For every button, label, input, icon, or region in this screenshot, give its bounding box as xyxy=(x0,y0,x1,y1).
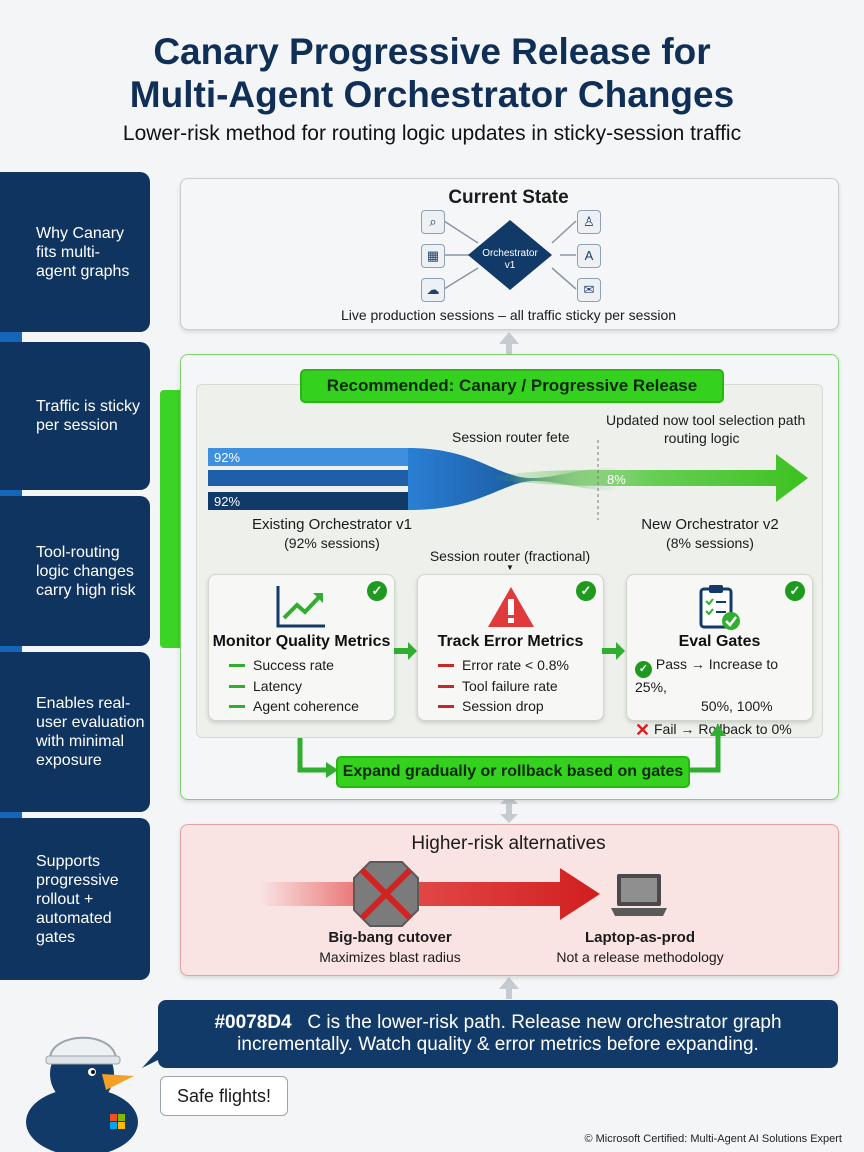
duck-mascot xyxy=(26,1036,138,1152)
feedback-loop-arrows xyxy=(297,724,726,778)
expand-or-rollback-banner: Expand gradually or rollback based on ga… xyxy=(336,756,690,788)
link-line xyxy=(551,220,577,244)
link-line xyxy=(443,220,479,244)
pass-check-icon: ✓ xyxy=(635,661,652,678)
eval-gates-card: ✓ Eval Gates ✓ Pass → Increase to 25%, 5… xyxy=(626,574,813,740)
current-state-diagram xyxy=(443,220,577,290)
eval-gates-body: ✓ Pass → Increase to 25%, 50%, 100% ✕ Fa… xyxy=(635,656,792,740)
orchestrator-node xyxy=(468,220,552,290)
flow-arrow xyxy=(602,642,625,660)
up-connector-arrow xyxy=(499,977,519,999)
orchestrator-node-label: Orchestrator v1 xyxy=(482,248,538,271)
check-icon: ✓ xyxy=(576,581,596,601)
check-icon: ✓ xyxy=(367,581,387,601)
v1-percent-top: 92% xyxy=(214,450,241,465)
laptop-subtitle: Not a release methodology xyxy=(556,949,724,965)
user-icon: ♙ xyxy=(577,210,601,234)
monitor-quality-title: Monitor Quality Metrics xyxy=(212,633,391,650)
bigbang-title: Big-bang cutover xyxy=(328,929,452,946)
risk-arrow xyxy=(260,868,600,920)
monitor-quality-card: ✓ Monitor Quality Metrics Success rate L… xyxy=(208,574,395,721)
v1-traffic-band-top xyxy=(208,448,408,466)
list-item: Latency xyxy=(229,676,359,697)
fractional-router-label: Session router (fractional) xyxy=(429,548,591,564)
double-connector-arrow xyxy=(500,795,518,823)
current-state-caption: Live production sessions – all traffic s… xyxy=(340,307,677,323)
sidebar-item-routing-risk: Tool-routing logic changes carry high ri… xyxy=(0,496,150,646)
v2-canary-arrow xyxy=(496,454,808,502)
risk-arrow-diagram xyxy=(260,861,600,927)
bubble-tail xyxy=(142,1046,166,1068)
laptop-icon xyxy=(611,874,667,916)
list-item: Agent coherence xyxy=(229,696,359,717)
warning-icon xyxy=(488,587,534,627)
bigbang-subtitle: Maximizes blast radius xyxy=(319,949,461,965)
clipboard-check-icon xyxy=(699,585,740,630)
monitor-quality-list: Success rate Latency Agent coherence xyxy=(229,655,359,717)
traffic-split-diagram xyxy=(208,440,808,520)
check-icon: ✓ xyxy=(785,581,805,601)
existing-orchestrator-share: (92% sessions) xyxy=(284,535,380,551)
sidebar-item-real-user-eval: Enables real-user evaluation with minima… xyxy=(0,652,150,812)
list-item: Error rate < 0.8% xyxy=(438,655,569,676)
existing-orchestrator-label: Existing Orchestrator v1 xyxy=(251,516,413,533)
link-line xyxy=(551,267,577,290)
alternatives-title: Higher-risk alternatives xyxy=(411,833,606,854)
line-chart-icon xyxy=(276,586,325,628)
eval-gates-title: Eval Gates xyxy=(678,633,761,650)
page-subtitle: Lower-risk method for routing logic upda… xyxy=(122,122,742,145)
laptop-title: Laptop-as-prod xyxy=(585,929,695,946)
translate-icon: A xyxy=(577,244,601,268)
duck-speech-bubble: Safe flights! xyxy=(160,1076,288,1116)
page-title: Canary Progressive Release for Multi-Age… xyxy=(129,31,735,115)
fail-x-icon: ✕ xyxy=(635,720,651,740)
list-item: Tool failure rate xyxy=(438,676,569,697)
list-item: Session drop xyxy=(438,696,569,717)
session-router-label: Session router fete xyxy=(452,429,570,445)
routing-logic-label: routing logic xyxy=(664,430,740,446)
search-icon: ⌕ xyxy=(421,210,445,234)
sidebar-item-why-canary: Why Canary fits multi-agent graphs xyxy=(0,172,150,332)
track-error-list: Error rate < 0.8% Tool failure rate Sess… xyxy=(438,655,569,717)
track-error-card: ✓ Track Error Metrics Error rate < 0.8% … xyxy=(417,574,604,721)
sidebar-green-highlight xyxy=(160,390,182,648)
link-line xyxy=(443,267,479,290)
summary-message: #0078D4 C is the lower-risk path. Releas… xyxy=(158,1000,838,1068)
sidebar-item-sticky-traffic: Traffic is sticky per session xyxy=(0,342,150,490)
mail-icon: ✉ xyxy=(577,278,601,302)
updated-path-label: Updated now tool selection path xyxy=(606,412,806,428)
down-pointer-icon: ▼ xyxy=(506,563,514,572)
copyright-text: © Microsoft Certified: Multi-Agent AI So… xyxy=(584,1133,842,1145)
v1-percent-bottom: 92% xyxy=(214,494,241,509)
list-item: Success rate xyxy=(229,655,359,676)
track-error-title: Track Error Metrics xyxy=(437,633,584,650)
new-orchestrator-label: New Orchestrator v2 xyxy=(641,516,779,533)
sidebar-item-progressive-rollout: Supports progressive rollout + automated… xyxy=(0,818,150,980)
new-orchestrator-share: (8% sessions) xyxy=(666,535,754,551)
up-connector-arrow xyxy=(499,332,519,354)
v2-percent: 8% xyxy=(607,472,626,487)
v1-traffic-band-mid xyxy=(208,470,408,486)
calculator-icon: ▦ xyxy=(421,244,445,268)
v1-traffic-band-bottom xyxy=(208,492,408,510)
flow-arrow xyxy=(394,642,417,660)
current-state-title: Current State xyxy=(448,187,569,208)
recommended-banner: Recommended: Canary / Progressive Releas… xyxy=(300,369,724,403)
x-icon xyxy=(359,867,413,921)
cloud-icon: ☁ xyxy=(421,278,445,302)
